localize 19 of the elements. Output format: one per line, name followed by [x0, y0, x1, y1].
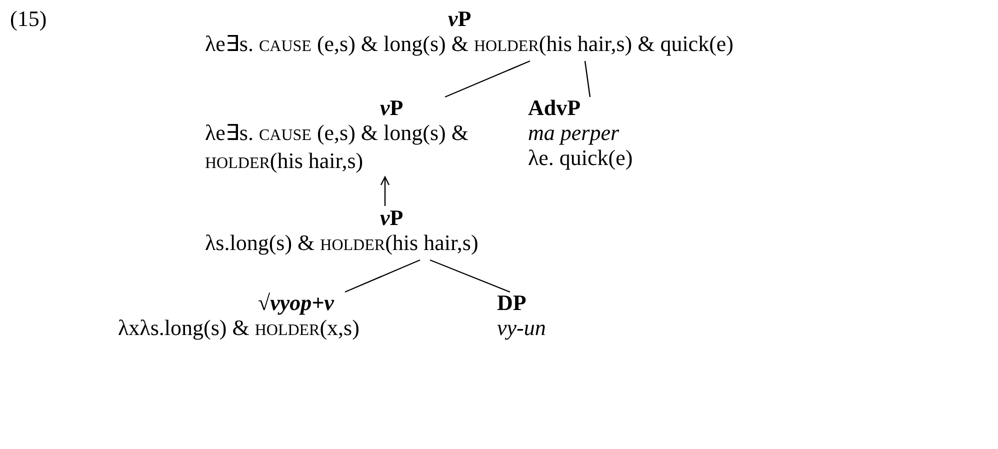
category-label: vP: [380, 95, 404, 120]
tree-branch: [584, 60, 591, 98]
lexical-item: ma perper: [528, 120, 620, 145]
semantic-formula: λe∃s. CAUSE (e,s) & long(s) & HOLDER(his hair,s): [205, 120, 468, 173]
semantic-formula: λs.long(s) & HOLDER(his hair,s): [205, 230, 478, 255]
category-label: vP: [448, 6, 472, 31]
example-number: (15): [10, 6, 47, 32]
semantic-formula: λe∃s. CAUSE (e,s) & long(s) & HOLDER(his hair,s) & quick(e): [205, 31, 734, 56]
tree-branch: [344, 259, 420, 293]
semantic-formula: λe. quick(e): [528, 145, 633, 170]
semantic-formula: λxλs.long(s) & HOLDER(x,s): [118, 315, 360, 340]
category-label: √vyop+v: [258, 290, 334, 315]
lexical-item: vy-un: [497, 315, 546, 340]
category-label: AdvP: [528, 95, 581, 120]
arrow: [380, 176, 390, 206]
category-label: vP: [380, 205, 404, 230]
tree-branch: [444, 60, 530, 98]
tree-branch: [430, 259, 510, 293]
category-label: DP: [497, 290, 526, 315]
